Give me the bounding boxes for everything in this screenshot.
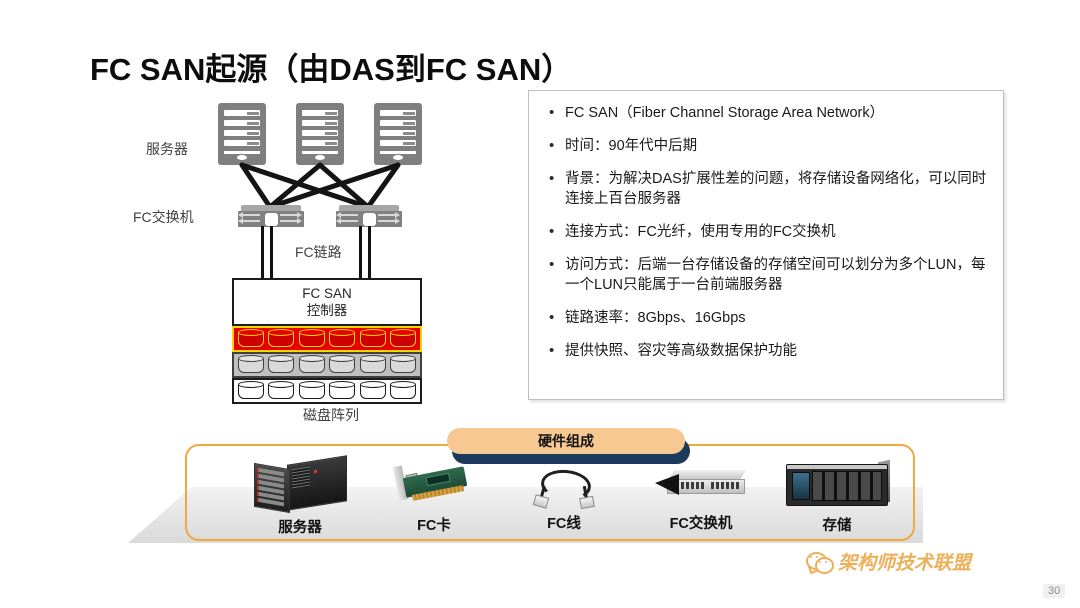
fc-link-line <box>261 226 264 278</box>
page-number: 30 <box>1043 584 1066 598</box>
hardware-label: FC卡 <box>417 518 451 534</box>
bullet-text: 链路速率：8Gbps、16Gbps <box>565 310 746 326</box>
bullet-marker: • <box>549 256 555 273</box>
storage-array-icon <box>784 458 890 510</box>
hardware-item-server: 服务器 <box>252 455 348 537</box>
hardware-item-fc-card: FC卡 <box>392 462 476 535</box>
page-title: FC SAN起源（由DAS到FC SAN） <box>90 52 573 87</box>
server-tower <box>296 103 344 165</box>
bullet-item: • 背景：为解决DAS扩展性差的问题，将存储设备网络化，可以同时连接上百台服务器 <box>543 169 989 209</box>
bullet-item: • 提供快照、容灾等高级数据保护功能 <box>543 341 989 361</box>
label-servers: 服务器 <box>146 141 188 157</box>
fc-switch-icon <box>655 464 747 506</box>
fc-link-line <box>270 226 273 278</box>
hardware-item-storage: 存储 <box>784 458 890 535</box>
bullet-item: • 连接方式：FC光纤，使用专用的FC交换机 <box>543 222 989 242</box>
fc-hba-card-icon <box>392 462 476 508</box>
hardware-banner-label: 硬件组成 <box>538 433 594 449</box>
wechat-icon <box>806 551 834 574</box>
fc-san-topology-diagram: 服务器 FC交换机 FC链路 磁盘阵列 <box>130 95 520 425</box>
bullet-item: • 访问方式：后端一台存储设备的存储空间可以划分为多个LUN，每一个LUN只能属… <box>543 255 989 295</box>
bullet-item: • 时间：90年代中后期 <box>543 136 989 156</box>
bullet-item: • 链路速率：8Gbps、16Gbps <box>543 308 989 328</box>
controller-line-2: 控制器 <box>306 303 348 318</box>
rack-server-icon <box>252 455 348 514</box>
fc-link-line <box>359 226 362 278</box>
hardware-label: 存储 <box>822 518 852 534</box>
bullet-text: 访问方式：后端一台存储设备的存储空间可以划分为多个LUN，每一个LUN只能属于一… <box>565 257 986 293</box>
bullet-item: • FC SAN（Fiber Channel Storage Area Netw… <box>543 103 989 123</box>
fc-san-controller: FC SAN 控制器 <box>232 278 422 326</box>
disk-row-idle <box>232 378 422 404</box>
server-tower <box>218 103 266 165</box>
hardware-label: FC线 <box>547 516 581 532</box>
label-fc-link: FC链路 <box>295 244 342 260</box>
hardware-banner: 硬件组成 <box>447 428 685 454</box>
bullet-text: 背景：为解决DAS扩展性差的问题，将存储设备网络化，可以同时连接上百台服务器 <box>565 171 987 207</box>
fc-link-line <box>368 226 371 278</box>
bullet-marker: • <box>549 104 555 121</box>
fc-switch-device <box>238 205 304 227</box>
controller-line-1: FC SAN <box>302 286 352 301</box>
hardware-item-fc-switch: FC交换机 <box>655 464 747 533</box>
disk-row-secondary <box>232 352 422 378</box>
description-panel: • FC SAN（Fiber Channel Storage Area Netw… <box>528 90 1004 400</box>
watermark-text: 架构师技术联盟 <box>838 553 972 574</box>
bullet-text: 时间：90年代中后期 <box>565 138 698 154</box>
watermark: 架构师技术联盟 <box>806 548 971 575</box>
hardware-label: FC交换机 <box>669 516 733 532</box>
bullet-marker: • <box>549 223 555 240</box>
fc-cable-icon <box>528 466 600 510</box>
hardware-item-fc-cable: FC线 <box>528 466 600 533</box>
bullet-text: 提供快照、容灾等高级数据保护功能 <box>565 343 797 359</box>
bullet-marker: • <box>549 309 555 326</box>
hardware-label: 服务器 <box>278 520 322 536</box>
bullet-marker: • <box>549 342 555 359</box>
label-fc-switch: FC交换机 <box>133 209 194 225</box>
disk-row-active <box>232 326 422 352</box>
bullet-marker: • <box>549 137 555 154</box>
bullet-text: FC SAN（Fiber Channel Storage Area Networ… <box>565 105 885 121</box>
label-disk-array: 磁盘阵列 <box>303 407 359 423</box>
server-tower <box>374 103 422 165</box>
bullet-marker: • <box>549 170 555 187</box>
fc-switch-device <box>336 205 402 227</box>
bullet-text: 连接方式：FC光纤，使用专用的FC交换机 <box>565 224 836 240</box>
